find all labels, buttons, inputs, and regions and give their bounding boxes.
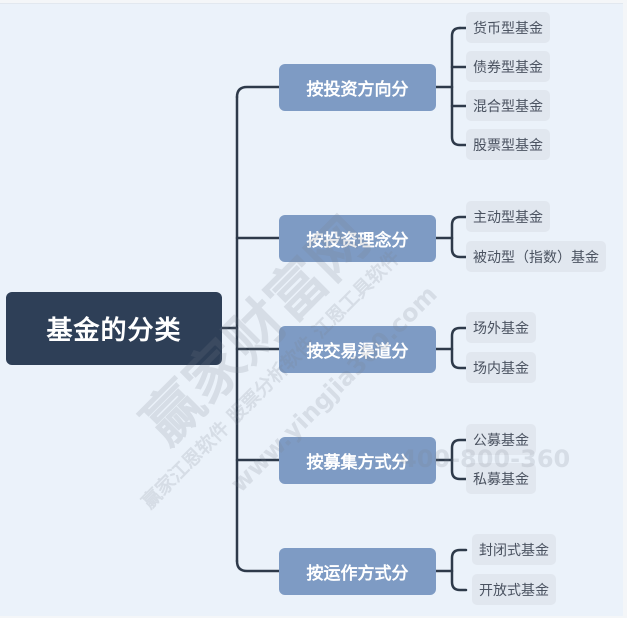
branch-node-fundraising-method[interactable]: 按募集方式分 (279, 437, 436, 484)
leaf-node-active-fund[interactable]: 主动型基金 (466, 201, 550, 232)
branch-node-investment-direction[interactable]: 按投资方向分 (279, 64, 436, 111)
branch-node-operation-method[interactable]: 按运作方式分 (279, 548, 436, 595)
leaf-node-private-fund[interactable]: 私募基金 (466, 463, 536, 494)
branch-node-trading-channel[interactable]: 按交易渠道分 (279, 326, 436, 373)
leaf-node-closed-end-fund[interactable]: 封闭式基金 (472, 534, 556, 565)
leaf-node-public-fund[interactable]: 公募基金 (466, 424, 536, 455)
leaf-node-hybrid-fund[interactable]: 混合型基金 (466, 90, 550, 121)
leaf-node-passive-index-fund[interactable]: 被动型（指数）基金 (466, 241, 606, 272)
root-node[interactable]: 基金的分类 (6, 292, 222, 365)
leaf-node-otc-fund[interactable]: 场外基金 (466, 312, 536, 343)
leaf-node-money-market-fund[interactable]: 货币型基金 (466, 12, 550, 43)
branch-node-investment-philosophy[interactable]: 按投资理念分 (279, 215, 436, 262)
leaf-node-equity-fund[interactable]: 股票型基金 (466, 129, 550, 160)
leaf-node-open-end-fund[interactable]: 开放式基金 (472, 574, 556, 605)
leaf-node-exchange-fund[interactable]: 场内基金 (466, 352, 536, 383)
leaf-node-bond-fund[interactable]: 债券型基金 (466, 51, 550, 82)
